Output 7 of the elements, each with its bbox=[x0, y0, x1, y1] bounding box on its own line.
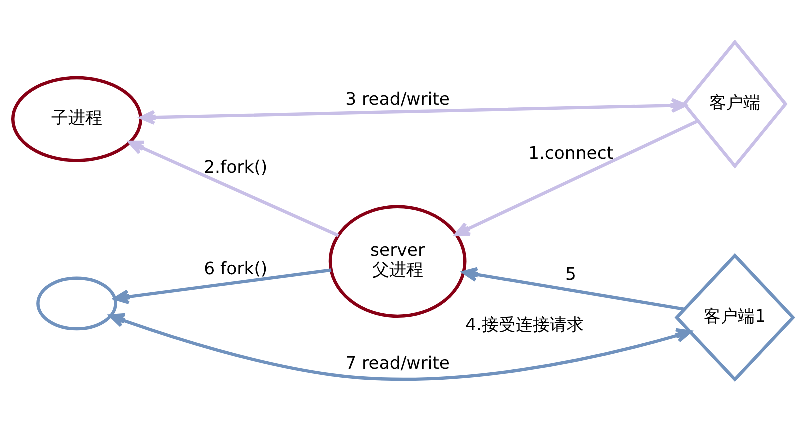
edge-label: 1.connect bbox=[528, 144, 614, 164]
edge-label: 6 fork() bbox=[204, 258, 268, 279]
node-label: 4.接受连接请求 bbox=[465, 314, 584, 335]
edge-label: 2.fork() bbox=[204, 158, 268, 178]
edge-label: 3 read/write bbox=[346, 90, 450, 110]
edge-label: 7 read/write bbox=[346, 354, 450, 374]
edge-label: 5 bbox=[566, 264, 577, 284]
